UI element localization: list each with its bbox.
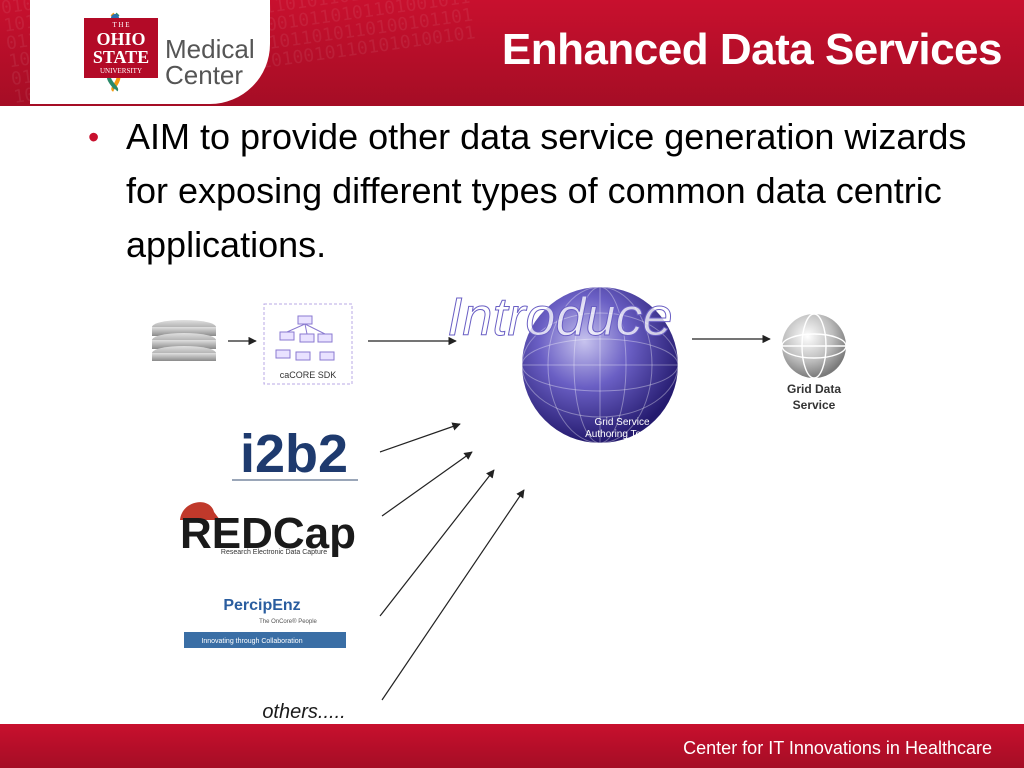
osu-the: T H E [112, 21, 130, 29]
medical-center-text: Medical Center [165, 36, 255, 88]
bullet-marker: • [88, 119, 100, 155]
percipenz-banner: Innovating through Collaboration [201, 638, 302, 645]
grid-line2: Service [793, 398, 836, 412]
others-label: others..... [262, 701, 345, 723]
grid-line1: Grid Data [787, 382, 841, 396]
toolkit-line2: Authoring Toolkit [585, 429, 659, 440]
introduce-globe-icon: Introduce Grid Service Authoring Toolkit [447, 286, 679, 444]
redcap-sub: Research Electronic Data Capture [221, 549, 327, 556]
i2b2-logo: i2b2 [232, 424, 358, 484]
arrow-others [381, 489, 525, 701]
cacore-label: caCORE SDK [280, 370, 337, 380]
arrow-redcap [381, 451, 473, 517]
osu-university: UNIVERSITY [100, 67, 142, 75]
arrow-percipenz [379, 469, 495, 617]
grid-data-service-icon: Grid Data Service [781, 313, 847, 412]
percipenz-sub: The OnCore® People [259, 618, 317, 625]
introduce-label: Introduce [447, 287, 672, 347]
slide-footer: Center for IT Innovations in Healthcare [0, 724, 1024, 768]
cacore-sdk-icon: caCORE SDK [263, 303, 353, 385]
i2b2-label: i2b2 [240, 424, 348, 484]
osu-ohio: OHIO [96, 29, 146, 49]
toolkit-line1: Grid Service [594, 417, 649, 428]
footer-text: Center for IT Innovations in Healthcare [683, 738, 992, 758]
slide-title: Enhanced Data Services [501, 25, 1003, 74]
osu-state: STATE [92, 47, 150, 67]
osu-logo: T H E OHIO STATE UNIVERSITY [84, 18, 158, 78]
redcap-logo: REDCap Research Electronic Data Capture [180, 502, 356, 558]
percipenz-label: PercipEnz [223, 597, 300, 614]
logo-line1: Medical [165, 34, 255, 64]
percipenz-logo: PercipEnz The OnCore® People Innovating … [184, 597, 346, 648]
database-icon [152, 320, 216, 361]
arrow-i2b2 [379, 422, 461, 453]
logo-line2: Center [165, 60, 244, 90]
redcap-label: REDCap [180, 509, 356, 558]
bullet-text: AIM to provide other data service genera… [126, 116, 967, 265]
